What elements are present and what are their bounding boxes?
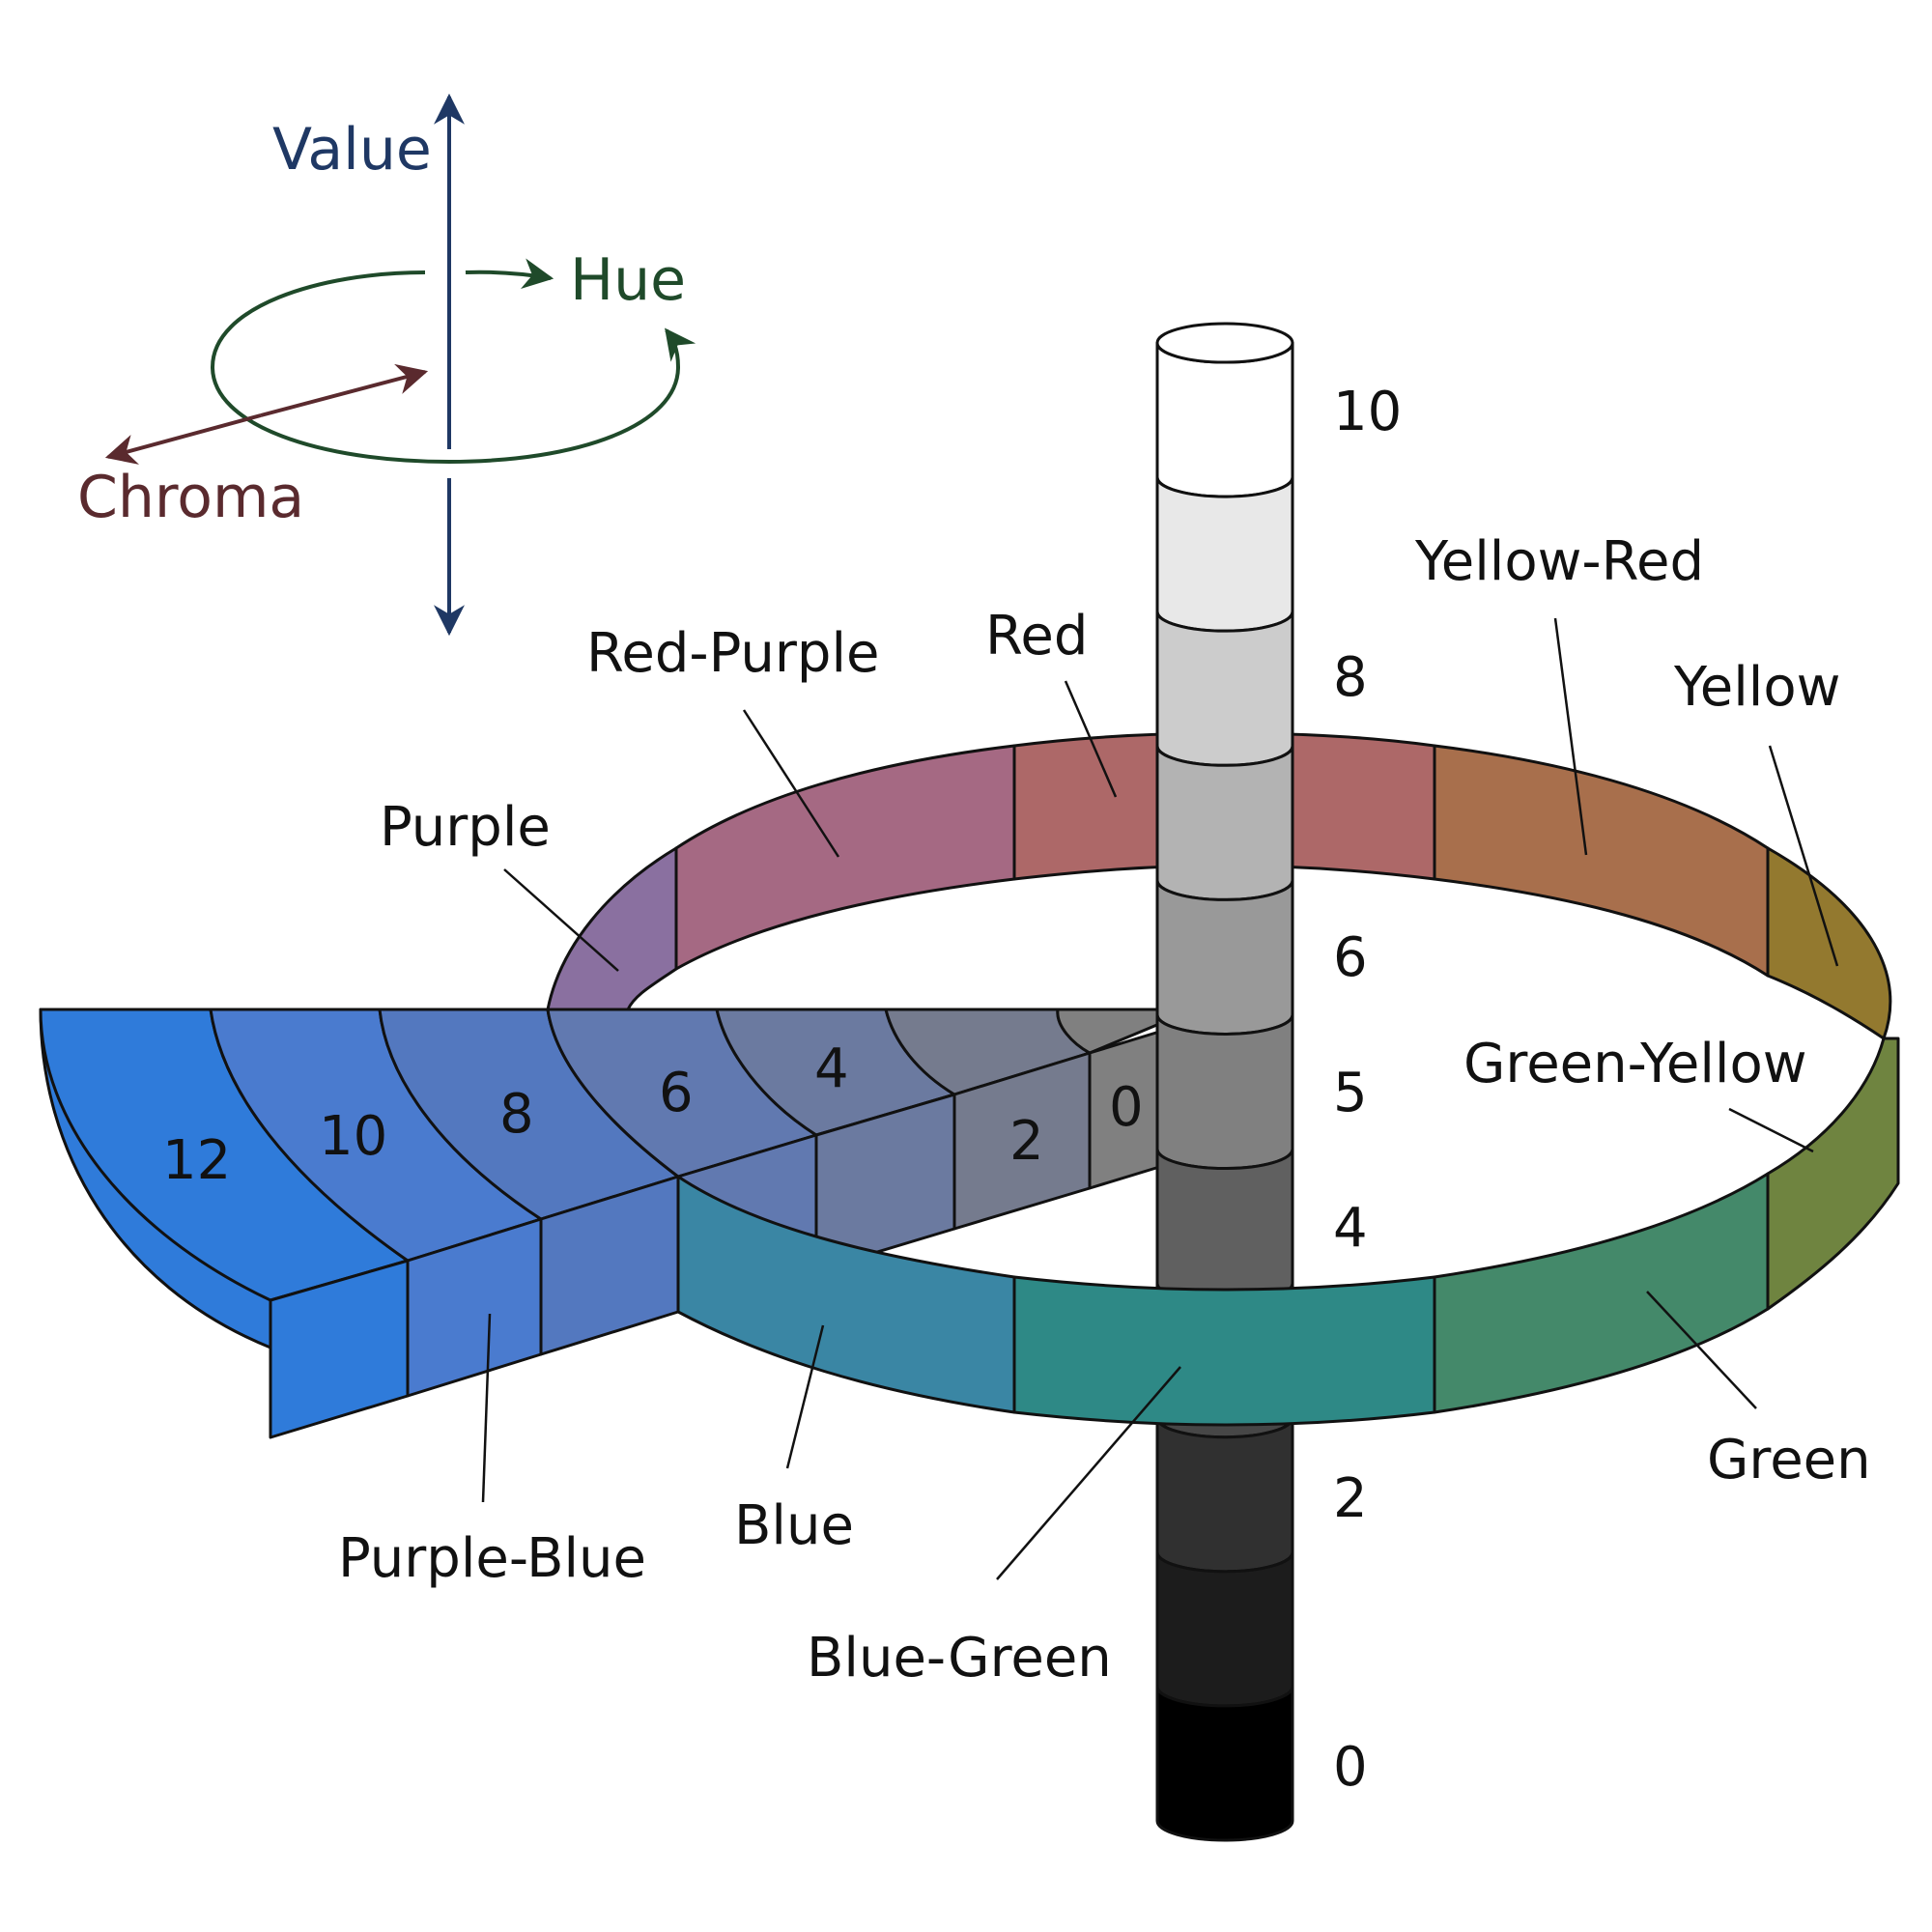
hue-ring-ellipse: [210, 270, 696, 465]
hue-label-yellow-red: Yellow-Red: [1414, 530, 1704, 593]
hue-ring-back: [546, 731, 1892, 1040]
hue-label-blue: Blue: [734, 1494, 854, 1557]
value-tick-2: 2: [1333, 1467, 1368, 1530]
leader-green-yellow: [1728, 1107, 1814, 1153]
leader-yellow: [1768, 745, 1839, 967]
chroma-tick-6: 6: [659, 1062, 694, 1124]
hue-label-red: Red: [985, 605, 1088, 668]
ring-segment-green-yellow: [1766, 1037, 1900, 1311]
value-level-4: [1155, 1148, 1294, 1305]
value-level-0: [1155, 1685, 1294, 1842]
hue-ring-front: [676, 1037, 1900, 1427]
value-tick-0: 0: [1333, 1736, 1368, 1799]
value-level-2: [1155, 1416, 1294, 1574]
value-level-8: [1155, 610, 1294, 767]
value-level-5: [1155, 1012, 1294, 1171]
value-ticks: 10 8 6 5 4 2 0: [1333, 381, 1402, 1799]
hue-label-green-yellow: Green-Yellow: [1463, 1033, 1807, 1095]
value-column: [1155, 322, 1294, 1842]
axes-legend: Value Hue Chroma: [77, 93, 696, 637]
hue-label-purple: Purple: [380, 796, 551, 859]
chroma-axis-arrow-in: [260, 363, 429, 417]
chroma-tick-2: 2: [1009, 1110, 1044, 1173]
value-tick-5: 5: [1333, 1062, 1368, 1124]
chroma-axis-arrow-out: [104, 413, 262, 465]
ring-segment-purple: [546, 846, 678, 1011]
hue-labels: Red Yellow-Red Yellow Green-Yellow Green…: [338, 530, 1871, 1690]
hue-label-purple-blue: Purple-Blue: [338, 1527, 646, 1590]
chroma-tick-8: 8: [499, 1083, 534, 1146]
hue-label-green: Green: [1707, 1429, 1871, 1492]
value-level-7: [1155, 744, 1294, 901]
chroma-tick-0: 0: [1109, 1076, 1144, 1139]
value-tick-4: 4: [1333, 1197, 1368, 1260]
leader-green: [1646, 1291, 1757, 1409]
chroma-tick-10: 10: [319, 1105, 387, 1168]
value-level-1: [1155, 1550, 1294, 1708]
chroma-wedge: 12 10 8 6 4 2 0: [39, 1008, 1171, 1439]
leader-purple: [503, 868, 619, 972]
ring-segment-green: [1433, 1172, 1770, 1414]
leader-blue: [785, 1324, 825, 1469]
hue-label-yellow: Yellow: [1673, 656, 1840, 719]
ring-segment-red-purple: [674, 744, 1016, 971]
value-level-6: [1155, 878, 1294, 1036]
value-level-9: [1155, 475, 1294, 633]
leader-blue-green: [996, 1366, 1181, 1580]
hue-axis-label: Hue: [570, 246, 686, 314]
value-level-10: [1155, 341, 1294, 498]
value-tick-6: 6: [1333, 926, 1368, 989]
leader-yellow-red: [1553, 617, 1588, 856]
wedge-top-band-0: [1056, 1008, 1161, 1055]
value-column-top-cap: [1155, 322, 1294, 364]
value-tick-8: 8: [1333, 646, 1368, 709]
chroma-axis-label: Chroma: [77, 464, 304, 531]
chroma-tick-4: 4: [814, 1037, 849, 1100]
hue-label-blue-green: Blue-Green: [807, 1627, 1112, 1690]
leader-red-purple: [742, 709, 840, 858]
chroma-tick-12: 12: [162, 1129, 231, 1192]
leader-red: [1064, 680, 1118, 798]
ring-segment-blue-green: [1012, 1275, 1436, 1427]
leader-purple-blue: [481, 1313, 492, 1503]
value-axis-label: Value: [272, 116, 432, 184]
ring-segment-yellow: [1766, 846, 1892, 1040]
value-tick-10: 10: [1333, 381, 1402, 443]
hue-label-red-purple: Red-Purple: [586, 622, 879, 685]
ring-segment-yellow-red: [1433, 744, 1770, 978]
hue-arrow-top: [465, 258, 554, 290]
